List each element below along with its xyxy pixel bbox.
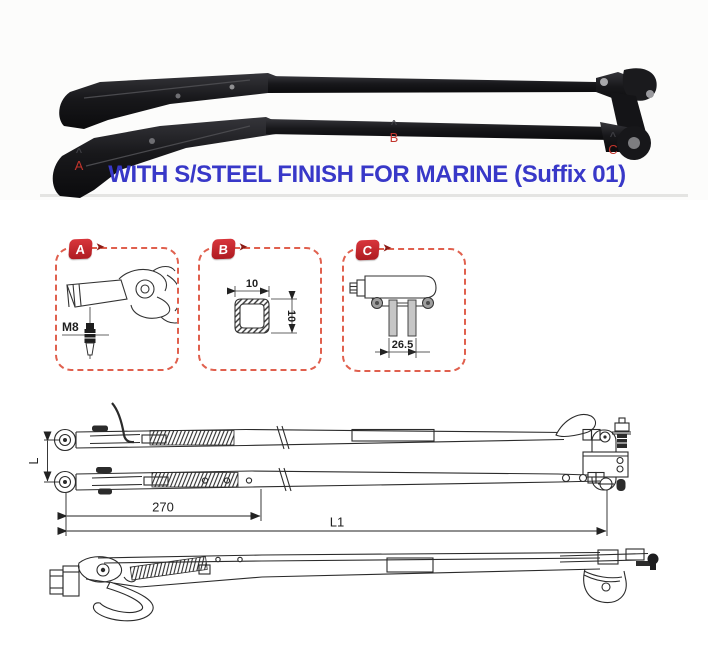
tube-height-label: 10 [285,310,297,322]
callout-box-a: A ➤ M8 [55,238,179,371]
callout-box-c: C ➤ [342,239,466,372]
marker-caret: ^ [75,147,83,159]
tube-width-label: 10 [246,278,258,290]
marker-letter: C [608,142,618,157]
callout-drawing-c: 26.5 [349,275,437,358]
dim-head-length-label: 270 [152,500,174,515]
marker-caret: ^ [390,119,398,131]
screw-icon [229,84,235,90]
fork-width-label: 26.5 [392,339,413,351]
side-view-drawing [49,548,659,622]
callout-arrow-icon: ➤ [239,242,248,253]
marker-caret: ^ [609,131,617,143]
photo-marker-c: ^ C [603,131,623,157]
callout-drawing-a: M8 [62,265,177,359]
product-photo: ^ A ^ B ^ C [0,0,708,200]
callout-arrow-icon: ➤ [96,242,105,253]
product-title: WITH S/STEEL FINISH FOR MARINE (Suffix 0… [108,161,626,188]
thread-size-label: M8 [62,320,79,334]
callout-arrow-icon: ➤ [383,243,392,254]
screw-icon [646,90,654,98]
dim-arm-spacing-label: L [27,457,41,464]
callout-box-b: B ➤ 10 10 [198,238,322,371]
marker-letter: B [389,130,399,145]
screw-icon [175,93,181,99]
photo-shadow-line [40,194,688,197]
dim-total-length-label: L1 [330,515,344,530]
photo-marker-b: ^ B [384,119,404,145]
photo-marker-a: ^ A [69,147,89,173]
screw-icon [600,78,608,86]
product-photo-illustration [0,0,708,200]
screw-icon [149,138,155,144]
callout-drawing-b: 10 10 [227,278,297,334]
marker-letter: A [74,158,84,173]
dimensioned-top-view: L 270 L1 [27,402,631,536]
